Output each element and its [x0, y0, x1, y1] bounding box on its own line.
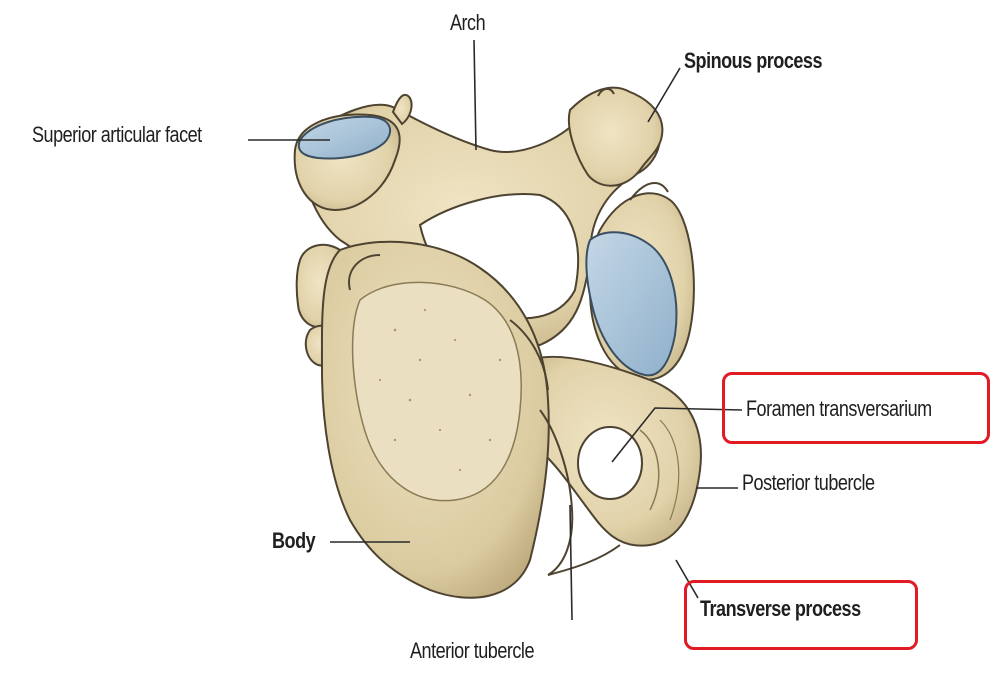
highlight-foramen-transversarium — [722, 372, 990, 444]
label-anterior-tubercle: Anterior tubercle — [410, 640, 534, 662]
label-spinous-process: Spinous process — [684, 50, 822, 72]
label-body: Body — [272, 530, 315, 552]
foramen-transversarium — [578, 427, 642, 499]
label-arch: Arch — [450, 12, 485, 34]
leader-arch — [474, 40, 476, 150]
label-posterior-tubercle: Posterior tubercle — [742, 472, 875, 494]
highlight-transverse-process — [684, 580, 918, 650]
label-superior-articular-facet: Superior articular facet — [32, 124, 202, 146]
leader-spinous-process — [648, 68, 680, 122]
